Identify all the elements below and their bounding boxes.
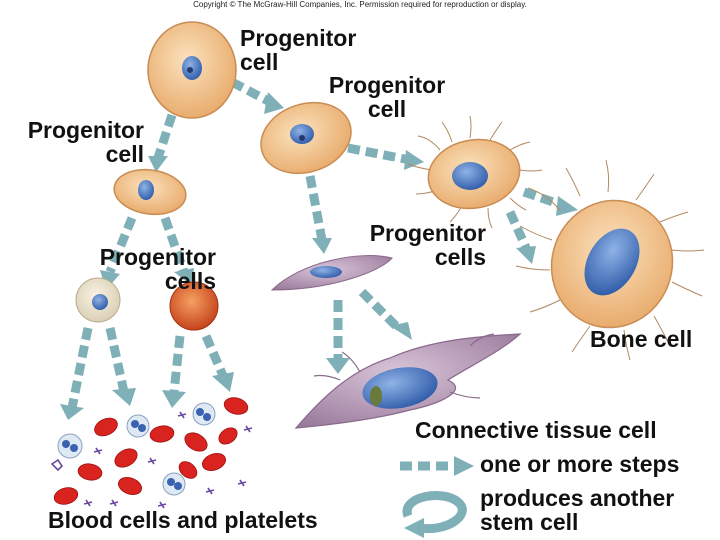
connective-progenitor-cell — [270, 255, 393, 291]
bone-cell — [515, 159, 705, 361]
platelet — [50, 458, 64, 472]
nucleolus — [370, 386, 382, 406]
label-line: Progenitor — [99, 244, 216, 270]
red-blood-cell — [149, 425, 175, 443]
red-blood-cell — [53, 487, 79, 505]
arrowhead — [148, 156, 168, 172]
arrow-red-to-blood-2 — [201, 334, 229, 380]
platelet — [243, 425, 253, 433]
platelet — [177, 411, 187, 419]
label-line: stem cell — [480, 509, 579, 535]
arrow-boneprog-to-bone-lower — [505, 210, 532, 252]
arrowhead — [556, 196, 578, 216]
label-middle-progenitor: Progenitor cell — [312, 73, 462, 121]
label-line: cells — [434, 244, 486, 270]
label-blood-progenitors: Progenitor cells — [74, 245, 216, 293]
copyright-notice: Copyright © The McGraw-Hill Companies, I… — [193, 0, 527, 9]
label-bone-cell: Bone cell — [590, 326, 693, 352]
arrowhead — [60, 404, 84, 420]
arrowhead — [112, 388, 136, 406]
label-line: Progenitor — [240, 25, 357, 51]
bone-progenitor-cell — [407, 115, 543, 229]
arrowhead — [326, 358, 350, 374]
red-blood-cell — [94, 417, 118, 437]
middle-progenitor-cell — [260, 101, 352, 175]
label-line: produces another — [480, 485, 675, 511]
arrow-left-to-pale — [105, 216, 137, 274]
arrow-pale-to-blood-1 — [67, 327, 93, 409]
red-blood-cell — [77, 463, 103, 481]
label-line: Progenitor — [369, 220, 486, 246]
arrow-left-to-red — [160, 216, 189, 274]
white-blood-cell — [192, 402, 216, 426]
label-left-progenitor: Progenitor cell — [4, 118, 144, 166]
nucleus — [290, 124, 314, 144]
red-blood-cell — [184, 432, 208, 452]
connective-tissue-cell — [294, 333, 522, 429]
label-connective-tissue-cell: Connective tissue cell — [415, 417, 657, 443]
label-top-progenitor: Progenitor cell — [240, 26, 356, 74]
arrow-top-to-middle — [229, 78, 273, 106]
label-connective-progenitors: Progenitor cells — [344, 221, 486, 269]
nucleus — [584, 228, 640, 296]
platelet — [93, 447, 103, 455]
label-blood-cells: Blood cells and platelets — [48, 507, 318, 533]
arrowhead — [162, 390, 186, 408]
arrowhead — [312, 238, 332, 254]
arrowhead — [212, 372, 234, 392]
red-blood-cell — [218, 427, 238, 445]
arrow-boneprog-to-bone-upper — [522, 187, 564, 210]
red-blood-cell — [178, 461, 198, 479]
arrow-middle-to-bone-progenitor — [347, 143, 411, 165]
arrow-top-to-left — [153, 113, 177, 160]
white-blood-cell — [162, 472, 186, 496]
pale-blood-progenitor-cell — [75, 277, 121, 323]
nucleus — [92, 294, 108, 310]
legend-cycle-arrow — [402, 491, 467, 538]
arrowhead — [516, 246, 536, 264]
white-blood-cells — [57, 402, 216, 496]
nucleus — [138, 180, 154, 200]
top-progenitor-cell — [147, 21, 237, 119]
red-blood-cell — [114, 448, 138, 468]
blood-cells-cluster — [50, 397, 253, 509]
red-blood-cell — [223, 397, 249, 415]
nucleus — [452, 162, 488, 190]
label-line: Progenitor — [27, 117, 144, 143]
legend-steps-label: one or more steps — [480, 451, 680, 477]
nucleus — [310, 266, 342, 278]
label-line: cell — [367, 96, 407, 122]
label-line: cell — [240, 49, 279, 75]
arrow-pale-to-blood-2 — [105, 327, 129, 393]
legend-stem-label: produces another stem cell — [480, 486, 674, 534]
legend-dashed-arrow — [400, 456, 474, 476]
platelet — [157, 501, 167, 509]
red-blood-cell — [117, 477, 143, 495]
label-line: Progenitor — [328, 72, 446, 98]
arrow-connprog-to-conn-right — [358, 288, 404, 334]
arrowheads — [60, 92, 578, 420]
platelet — [237, 479, 247, 487]
arrowhead — [264, 92, 284, 114]
label-line: cell — [105, 141, 144, 167]
arrow-red-to-blood-1 — [169, 335, 185, 393]
white-blood-cell — [126, 414, 150, 438]
red-blood-progenitor-cell — [169, 281, 219, 331]
arrowhead — [404, 150, 424, 170]
arrowhead — [174, 268, 194, 286]
platelet — [83, 499, 93, 507]
arrowhead — [390, 322, 412, 340]
left-progenitor-cell — [113, 168, 187, 216]
arrow-group — [67, 78, 564, 409]
red-blood-cells — [53, 397, 249, 505]
white-blood-cell — [57, 433, 83, 459]
label-line: cells — [164, 268, 216, 294]
arrow-middle-to-connective-progenitor — [305, 175, 327, 241]
platelets — [50, 411, 253, 509]
platelet — [205, 487, 215, 495]
red-blood-cell — [201, 453, 227, 471]
platelet — [147, 457, 157, 465]
platelet — [109, 499, 119, 507]
